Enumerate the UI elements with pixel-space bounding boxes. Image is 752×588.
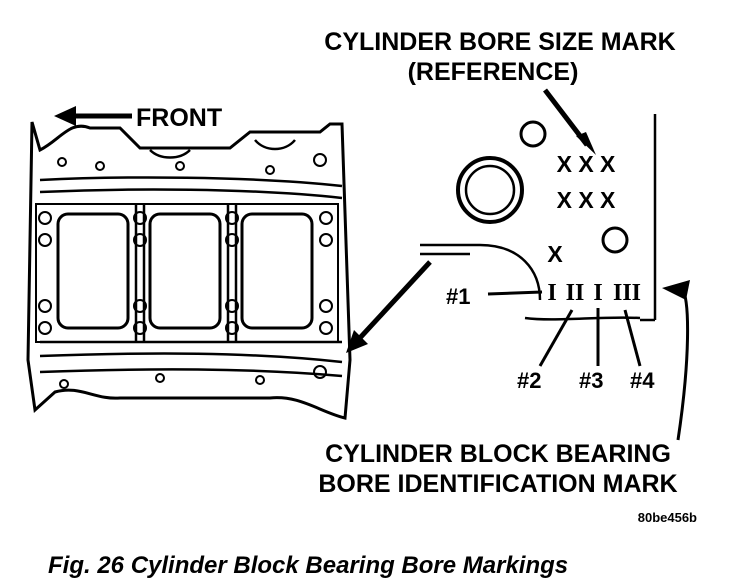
size-mark-row2: X X X	[557, 187, 616, 213]
callout-4: #4	[630, 368, 655, 393]
bearing-mark-3: I	[593, 280, 602, 306]
callout-2-leader	[538, 309, 574, 367]
bore-size-reference-label: (REFERENCE)	[408, 58, 579, 86]
front-label: FRONT	[136, 104, 222, 132]
bearing-mark-arrow	[662, 280, 690, 441]
bore-identification-label: BORE IDENTIFICATION MARK	[318, 470, 677, 498]
figure-caption: Fig. 26 Cylinder Block Bearing Bore Mark…	[48, 552, 568, 579]
block-edge-arrow	[346, 260, 432, 353]
bearing-mark-1: I	[547, 280, 556, 306]
callout-4-leader	[623, 309, 642, 367]
callout-3: #3	[579, 368, 603, 393]
bore-size-mark-label: CYLINDER BORE SIZE MARK	[324, 28, 675, 56]
callout-2: #2	[517, 368, 541, 393]
size-mark-row1: X X X	[557, 151, 616, 177]
size-mark-single: X	[547, 241, 563, 267]
block-bearing-label: CYLINDER BLOCK BEARING	[325, 440, 671, 468]
bearing-mark-2: II	[566, 280, 585, 306]
reference-code: 80be456b	[638, 510, 697, 525]
front-arrow	[54, 106, 132, 126]
engine-block-drawing	[26, 121, 352, 420]
callout-1-leader	[487, 290, 543, 296]
detail-bores	[456, 120, 629, 254]
callout-1: #1	[446, 284, 470, 309]
bearing-mark-4: III	[613, 280, 641, 306]
bore-size-arrow	[543, 88, 596, 155]
